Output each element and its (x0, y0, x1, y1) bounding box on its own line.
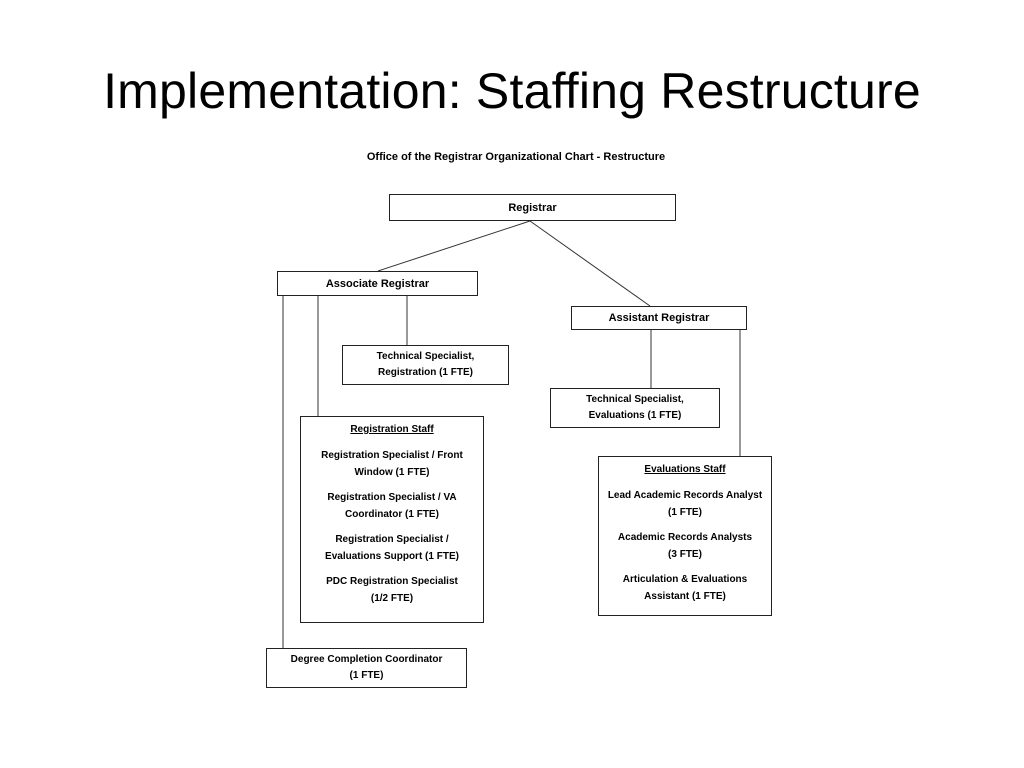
registration-staff-item: Registration Specialist / Front Window (… (321, 450, 463, 478)
evaluations-staff-item: Academic Records Analysts (3 FTE) (617, 532, 753, 560)
registration-staff-item: PDC Registration Specialist (1/2 FTE) (326, 576, 458, 604)
registrar-box: Registrar (389, 194, 676, 221)
slide-title: Implementation: Staffing Restructure (103, 63, 921, 119)
evaluations-staff-box: Evaluations Staff Lead Academic Records … (598, 456, 772, 616)
assistant-registrar-box: Assistant Registrar (571, 306, 747, 330)
evaluations-staff-item: Articulation & Evaluations Assistant (1 … (622, 574, 748, 602)
degree-completion-coordinator-box: Degree Completion Coordinator (1 FTE) (266, 648, 467, 688)
connector-registrar-assistant (529, 220, 651, 307)
registration-staff-item: Registration Specialist / VA Coordinator… (327, 492, 457, 520)
connector-registrar-associate (377, 220, 531, 272)
registration-staff-box: Registration Staff Registration Speciali… (300, 416, 484, 623)
evaluations-staff-item: Lead Academic Records Analyst (1 FTE) (607, 490, 763, 518)
associate-registrar-box: Associate Registrar (277, 271, 478, 296)
evaluations-staff-heading: Evaluations Staff (644, 464, 726, 475)
tech-specialist-registration-box: Technical Specialist, Registration (1 FT… (342, 345, 509, 385)
registration-staff-heading: Registration Staff (350, 424, 434, 435)
registration-staff-item: Registration Specialist / Evaluations Su… (325, 534, 459, 562)
chart-caption: Office of the Registrar Organizational C… (366, 151, 666, 163)
tech-specialist-evaluations-box: Technical Specialist, Evaluations (1 FTE… (550, 388, 720, 428)
